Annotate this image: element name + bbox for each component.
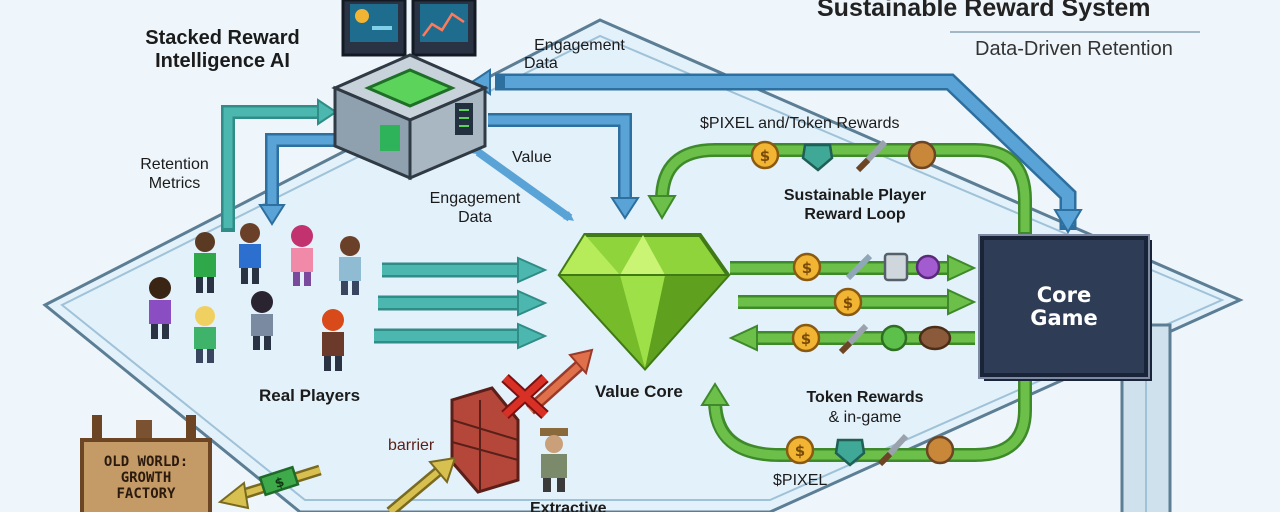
orb-icon: [917, 256, 939, 278]
orb-icon: [909, 142, 935, 168]
old-world-arrow-head: [220, 483, 248, 508]
retention-arrow-head: [318, 100, 336, 124]
real-players-label: Real Players: [259, 386, 360, 406]
retention-label: Retention Metrics: [122, 155, 227, 193]
engagement-top-line1: Engagement: [512, 37, 647, 55]
barrier-label: barrier: [388, 437, 434, 455]
coin-icon: $: [787, 437, 813, 463]
token-line2: & in-game: [780, 408, 950, 428]
token-rewards-label: Token Rewards & in-game: [780, 388, 950, 428]
core-game-line2: Game: [1030, 307, 1098, 330]
engagement-top-line2: Data: [512, 55, 647, 73]
core-game-line1: Core: [1037, 284, 1091, 307]
coin-icon: $: [835, 289, 861, 315]
extractive-label: Extractive: [530, 500, 607, 512]
engagement-top-label: Engagement Data: [512, 37, 647, 73]
diagram-title: Sustainable Reward System: [817, 0, 1150, 23]
retention-line2: Metrics: [122, 174, 227, 193]
sign-line3: FACTORY: [116, 486, 175, 502]
engagement-mid-line2: Data: [410, 208, 540, 227]
value-core-label: Value Core: [595, 382, 683, 402]
coin-icon: $: [794, 254, 820, 280]
old-world-sign: OLD WORLD: GROWTH FACTORY: [80, 438, 212, 512]
sign-line1: OLD WORLD:: [104, 454, 188, 470]
ai-label-line1: Stacked Reward: [130, 27, 315, 50]
shield-gem-icon: [882, 326, 906, 350]
coin-icon: $: [752, 142, 778, 168]
coin-icon: $: [793, 325, 819, 351]
loop-line1: Sustainable Player: [745, 186, 965, 205]
pixel-bottom-label: $PIXEL: [773, 472, 827, 490]
diagram-subtitle: Data-Driven Retention: [975, 38, 1173, 61]
sign-line2: GROWTH: [121, 470, 172, 486]
token-line1: Token Rewards: [780, 388, 950, 408]
svg-text:$: $: [801, 330, 811, 348]
orb-icon: [927, 437, 953, 463]
value-label: Value: [512, 149, 552, 167]
svg-text:$: $: [843, 294, 853, 312]
potion-icon: [885, 254, 907, 280]
svg-text:$: $: [802, 259, 812, 277]
players-to-core-arrows: [374, 258, 545, 348]
loop-line2: Reward Loop: [745, 205, 965, 224]
ai-label-line2: Intelligence AI: [130, 50, 315, 73]
engagement-mid-line1: Engagement: [410, 189, 540, 208]
monitor-icon: [343, 0, 475, 55]
loop-label: Sustainable Player Reward Loop: [745, 186, 965, 224]
pixel-rewards-label: $PIXEL and/Token Rewards: [700, 115, 900, 133]
engagement-mid-label: Engagement Data: [410, 189, 540, 227]
core-game-box: Core Game: [980, 236, 1148, 377]
retention-line1: Retention: [122, 155, 227, 174]
orb-icon: [920, 327, 950, 349]
svg-text:$: $: [760, 147, 770, 165]
ai-label: Stacked Reward Intelligence AI: [130, 27, 315, 73]
svg-text:$: $: [795, 442, 805, 460]
